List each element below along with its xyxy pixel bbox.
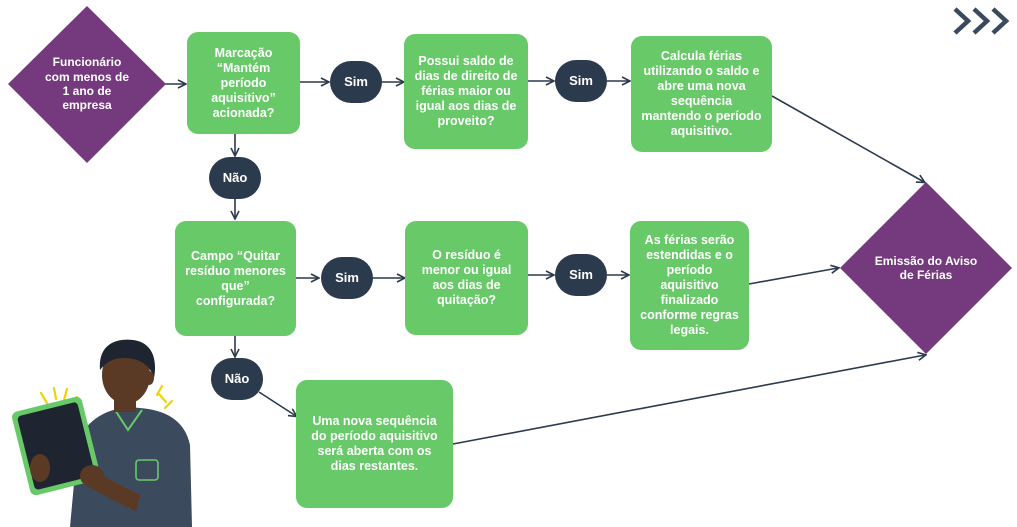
pill-sim-2 <box>555 60 607 102</box>
box-calcula <box>631 36 772 152</box>
pill-nao-2 <box>211 358 263 400</box>
marcacao-question: Marcação “Mantém período aquisitivo” aci… <box>211 45 276 120</box>
start-node-label: Funcionário com menos de 1 ano de empres… <box>44 55 130 113</box>
box-marcacao <box>187 32 300 134</box>
nao-label-2: Não <box>224 371 250 387</box>
nova-sequencia-result: Uma nova sequência do período aquisitivo… <box>311 414 438 473</box>
box-campo <box>175 221 296 336</box>
saldo-question: Possui saldo de dias de direito de féria… <box>414 54 518 128</box>
end-diamond-shape <box>840 182 1012 354</box>
person-with-tablet-illustration <box>12 339 192 527</box>
end-node-label: Emissão do Aviso de Férias <box>874 253 978 282</box>
campo-question: Campo “Quitar resíduo menores que” confi… <box>185 248 286 308</box>
pill-sim-4 <box>555 254 607 296</box>
calcula-result: Calcula férias utilizando o saldo e abre… <box>641 49 762 138</box>
box-estendidas <box>630 221 749 350</box>
box-saldo <box>404 34 528 149</box>
triple-chevron-right-icon <box>953 7 1010 35</box>
box-residuo <box>405 221 528 335</box>
start-diamond-shape <box>8 6 166 163</box>
pill-sim-1 <box>330 61 382 103</box>
arrow-calcula-to-end <box>771 95 924 182</box>
sim-label-1: Sim <box>344 74 368 90</box>
arrow-nova-to-end <box>452 355 925 445</box>
sim-label-4: Sim <box>569 267 593 283</box>
arrow-estendidas-to-end <box>748 268 838 285</box>
connectors <box>165 81 925 445</box>
box-nova <box>296 380 453 508</box>
arrow-nao2-to-nova <box>258 391 296 416</box>
residuo-question: O resíduo é menor ou igual aos dias de q… <box>421 248 512 307</box>
pill-sim-3 <box>321 257 373 299</box>
nao-label-1: Não <box>222 170 248 186</box>
pill-nao-1 <box>209 157 261 199</box>
sim-label-3: Sim <box>335 270 359 286</box>
sim-label-2: Sim <box>569 73 593 89</box>
estendidas-result: As férias serão estendidas e o período a… <box>640 233 739 337</box>
